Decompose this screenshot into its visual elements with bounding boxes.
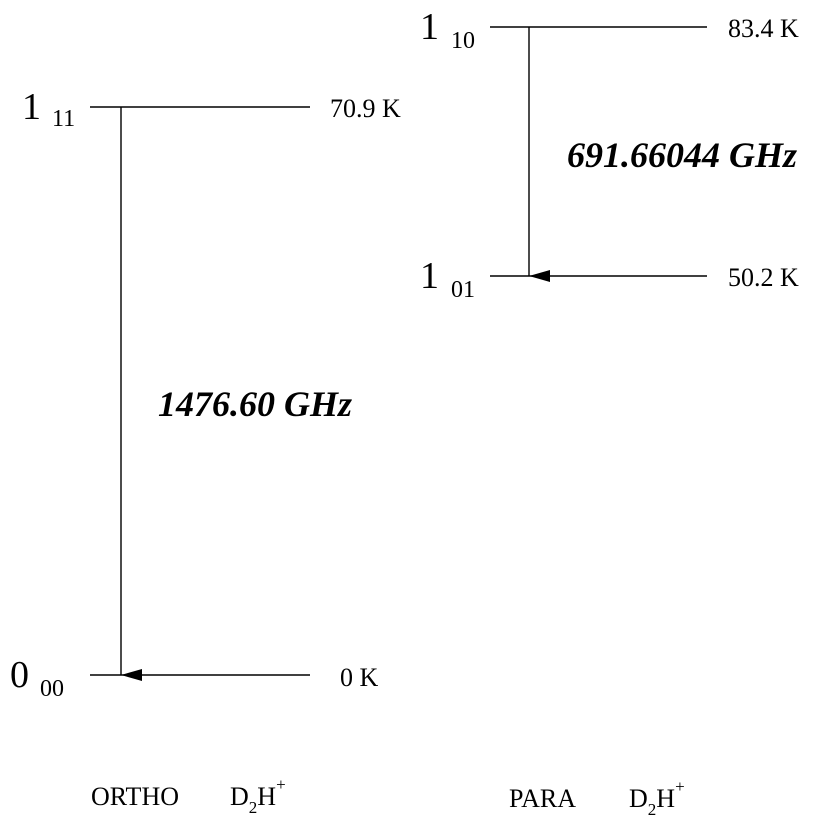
para-upper-level-label: 1	[420, 6, 439, 48]
ortho-footer-molecule: D2H+	[230, 775, 286, 817]
para-mol-h: H	[656, 784, 675, 813]
para-lower-level-label: 1	[420, 255, 439, 297]
ortho-upper-energy: 70.9 K	[330, 94, 401, 123]
para-lower-energy: 50.2 K	[728, 263, 799, 292]
para-footer-type: PARA	[509, 784, 576, 813]
para-footer-molecule: D2H+	[629, 777, 685, 819]
ortho-mol-h: H	[257, 782, 276, 811]
ortho-mol-sub: 2	[249, 798, 258, 817]
ortho-lower-energy: 0 K	[340, 663, 379, 692]
ortho-lower-level-sub: 00	[40, 676, 64, 702]
para-mol-sub: 2	[648, 800, 657, 819]
para-lower-level-sub: 01	[451, 277, 475, 303]
ortho-transition-frequency: 1476.60 GHz	[158, 384, 352, 424]
ortho-upper-level-label: 1	[22, 86, 41, 128]
ortho-lower-level-label: 0	[10, 654, 29, 696]
para-footer-label: PARA	[509, 784, 576, 813]
para-upper-energy: 83.4 K	[728, 14, 799, 43]
para-mol-d: D	[629, 784, 648, 813]
ortho-mol-sup: +	[276, 775, 286, 794]
para-transition-frequency: 691.66044 GHz	[567, 135, 797, 175]
ortho-footer-type: ORTHO	[91, 782, 179, 811]
ortho-footer-label: ORTHO	[91, 782, 179, 811]
ortho-upper-level-sub: 11	[52, 106, 75, 132]
para-mol-sup: +	[675, 777, 685, 796]
ortho-mol-d: D	[230, 782, 249, 811]
ortho-column: 1 11 70.9 K 0 00 0 K 1476.60 GHz ORTHO D…	[10, 86, 401, 817]
para-column: 1 10 83.4 K 1 01 50.2 K 691.66044 GHz PA…	[420, 6, 799, 819]
para-upper-level-sub: 10	[451, 28, 475, 54]
